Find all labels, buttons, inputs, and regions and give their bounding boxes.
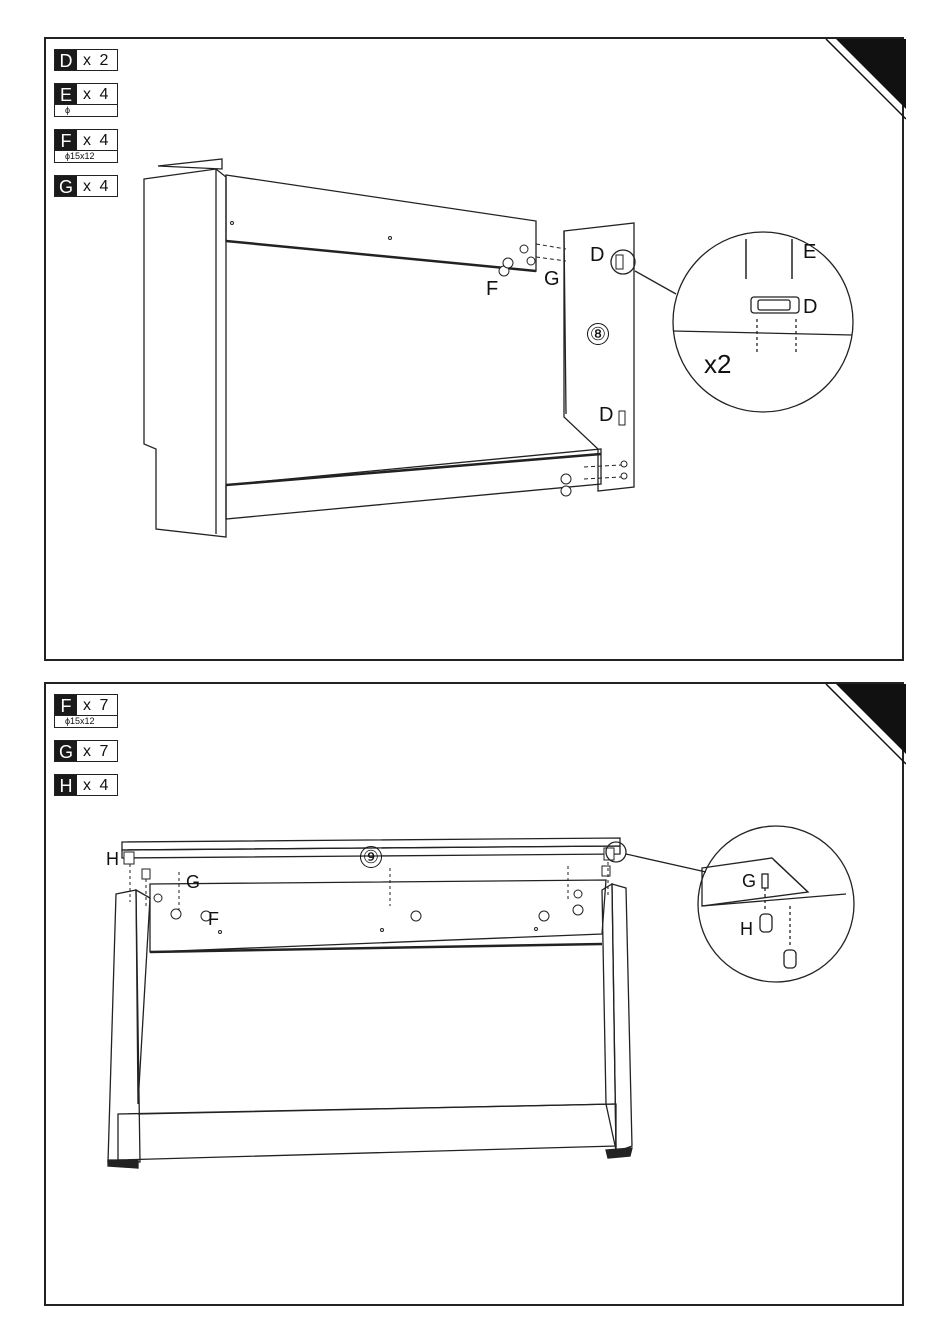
part-letter: G	[55, 741, 77, 761]
fittings-1	[231, 222, 628, 497]
part-spec: ϕ15x12	[54, 716, 118, 728]
part-letter: H	[55, 775, 77, 795]
corner-marker-2	[836, 684, 906, 754]
part-letter: F	[55, 695, 77, 715]
callout-d-top: D	[590, 245, 604, 265]
part-quantity: x 4	[77, 775, 117, 795]
callout-g: G	[544, 269, 560, 289]
corner-marker-1	[836, 39, 906, 109]
part-quantity: x 2	[77, 50, 117, 70]
part-letter: D	[55, 50, 77, 70]
detail-label-h: H	[740, 920, 753, 938]
callout-d-bottom: D	[599, 405, 613, 425]
detail-label-d: D	[803, 297, 817, 317]
panel-number-8: ⑧	[587, 323, 609, 345]
callout-f: F	[486, 279, 498, 299]
detail-circle-2	[606, 826, 854, 982]
step-2-illustration	[46, 684, 906, 1308]
step-1-illustration	[46, 39, 906, 663]
part-letter: G	[55, 176, 77, 196]
part-quantity: x 7	[77, 695, 117, 715]
detail-multiplier: x2	[704, 351, 731, 377]
cabinet-frame-1	[144, 159, 634, 537]
detail-circle-1	[611, 232, 853, 412]
callout-g: G	[186, 873, 200, 891]
detail-label-e: E	[803, 242, 816, 262]
detail-label-g: G	[742, 872, 756, 890]
part-quantity: x 4	[77, 84, 117, 104]
callout-f: F	[208, 910, 219, 928]
part-spec: ϕ	[54, 105, 118, 117]
part-quantity: x 4	[77, 176, 117, 196]
part-letter: F	[55, 130, 77, 150]
part-quantity: x 7	[77, 741, 117, 761]
part-quantity: x 4	[77, 130, 117, 150]
panel-number-9: ⑨	[360, 846, 382, 868]
part-spec: ϕ15x12	[54, 151, 118, 163]
part-letter: E	[55, 84, 77, 104]
callout-h: H	[106, 850, 119, 868]
